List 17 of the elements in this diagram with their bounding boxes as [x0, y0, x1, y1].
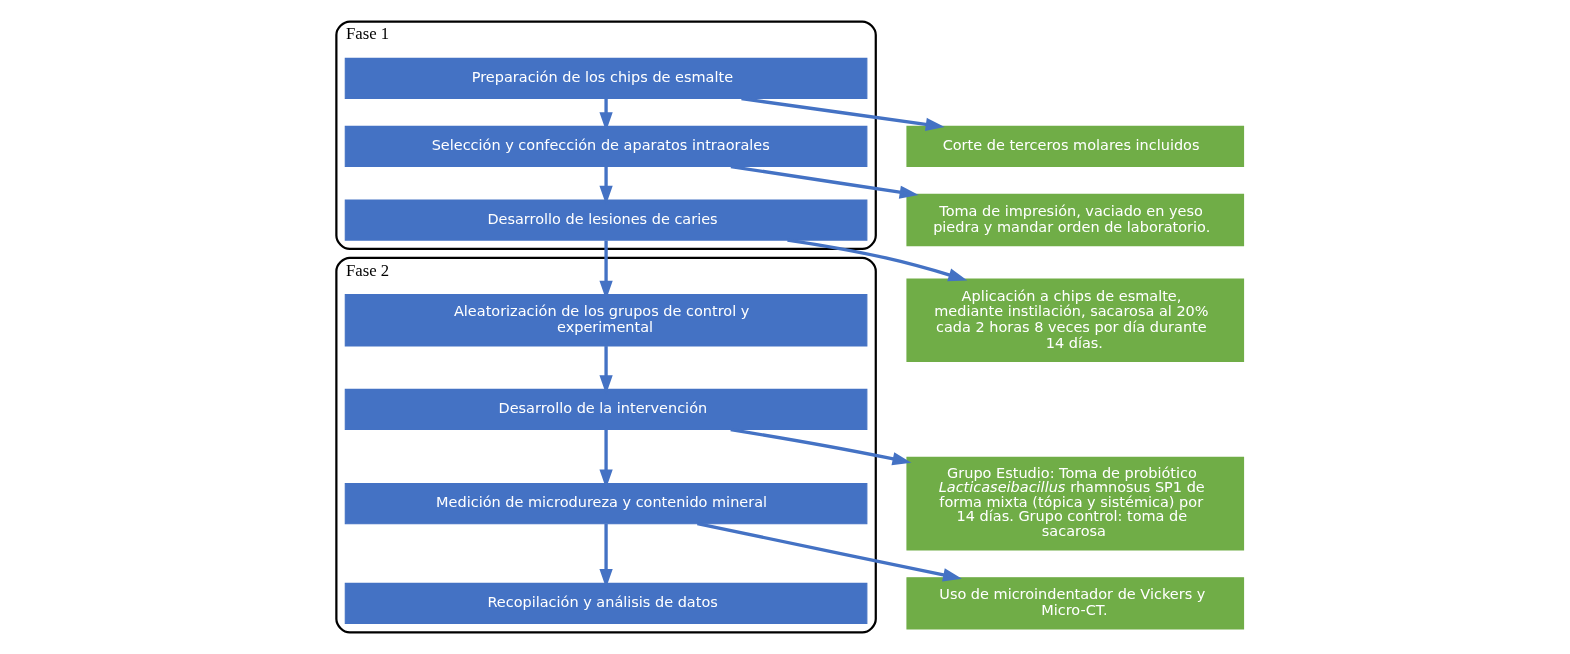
- node-box: Desarrollo de lesiones de caries: [344, 199, 867, 241]
- node-box: Medición de microdureza y contenido mineral: [344, 483, 867, 525]
- node-box: Aleatorización de los grupos de control y experimental: [344, 294, 867, 347]
- node-box: Toma de impresión, vaciado en yeso piedra y mandar orden de laboratorio.: [905, 193, 1244, 247]
- node-box: Desarrollo de la intervención: [344, 388, 867, 431]
- node-box: Preparación de los chips de esmalte: [344, 57, 867, 100]
- node-box: Aplicación a chips de esmalte, mediante instilación, sacarosa al 20% cada 2 horas 8 veces por día durante 14 días.: [905, 278, 1244, 363]
- arrow: [740, 96, 945, 131]
- node-box: Selección y confección de aparatos intraorales: [344, 125, 867, 168]
- node-box: Recopilación y análisis de datos: [344, 582, 867, 624]
- arrow: [730, 164, 919, 199]
- arrow: [786, 238, 967, 282]
- node-box: Corte de terceros molares incluidos: [905, 125, 1244, 168]
- arrow: [696, 522, 962, 582]
- node-box: Uso de microindentador de Vickers y Micro-CT.: [905, 577, 1244, 630]
- node-box: Grupo Estudio: Toma de probiótico Lacticaseibacillus rhamnosus SP1 de forma mixta (tópica y sistémica) por 14 días. Grupo control: toma de sacarosa: [905, 456, 1244, 551]
- arrow: [729, 427, 911, 466]
